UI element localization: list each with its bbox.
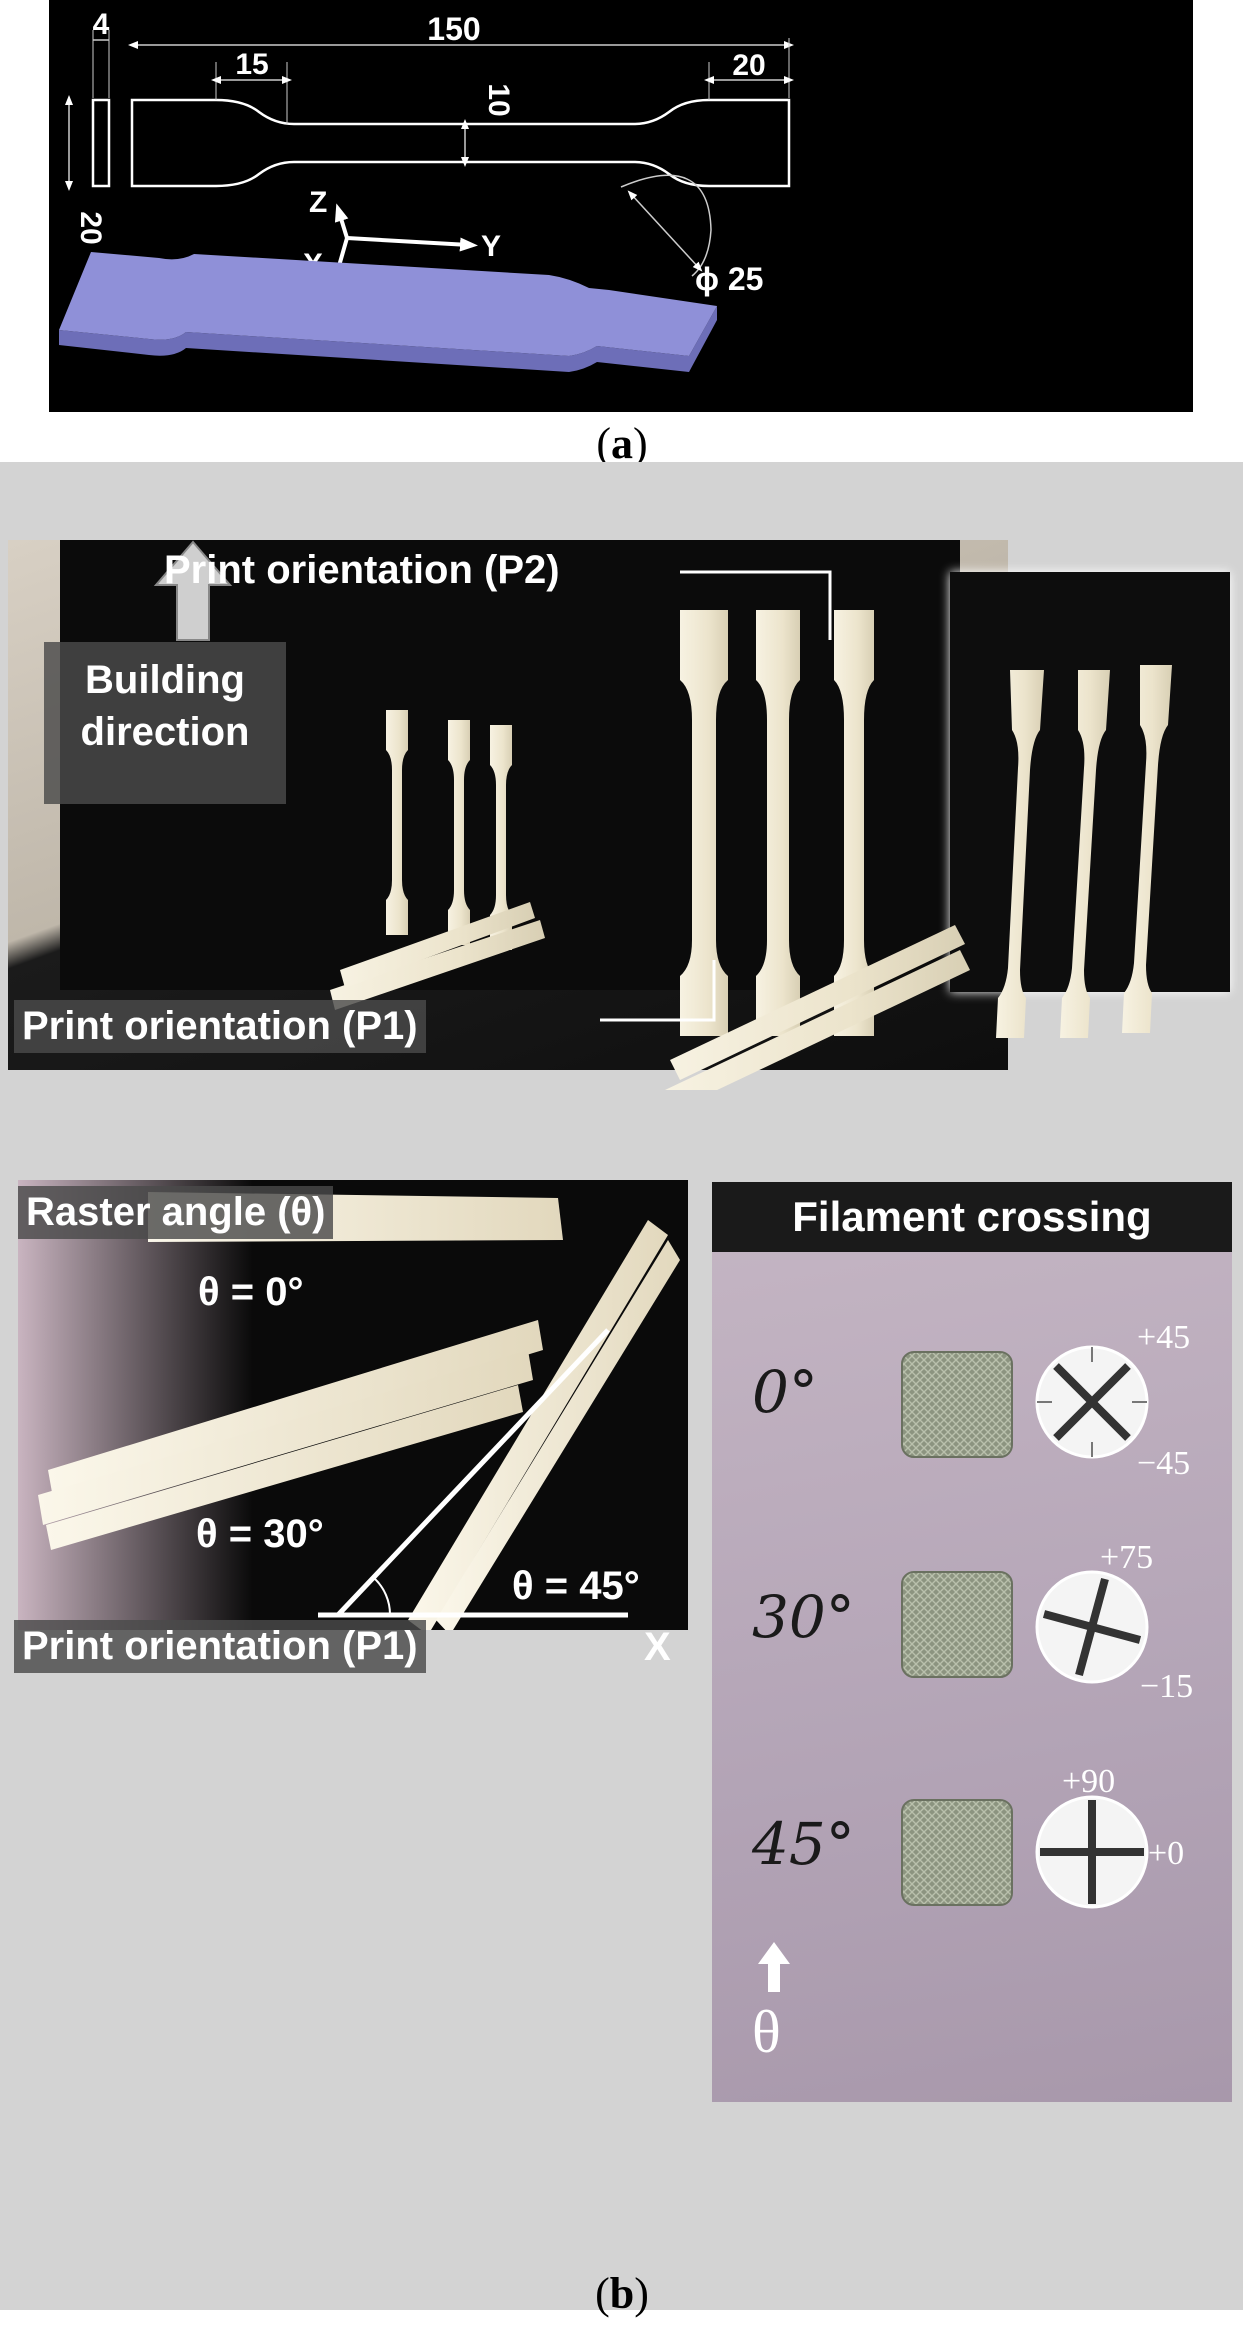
x-axis-label: X [644,1625,671,1669]
panel-a-drawing: 4 20 150 15 20 10 ϕ 25 Z X Y [59,8,794,372]
row3-angle: 45° [751,1810,855,1878]
diameter-dim-label: ϕ 25 [695,261,763,297]
cube-30 [901,1571,1013,1678]
row3-bottom-label: +0 [1148,1835,1184,1872]
row2-bottom-label: −15 [1140,1668,1193,1705]
specimen-3d-top [59,252,717,356]
raster-angle-title: Raster angle (θ) [18,1186,334,1239]
building-direction-arrow [153,540,233,641]
crossing-diagram-45 [1035,1795,1149,1909]
diameter-arc [620,174,712,277]
panel-a: 4 20 150 15 20 10 ϕ 25 Z X Y [49,0,1193,412]
specimen-theta-30-1 [48,1320,543,1498]
radius-len-dim-label: 15 [235,48,268,81]
standing-specimens-right [680,610,874,1036]
row1-top-label: +45 [1137,1319,1190,1356]
grip-dim-label: 20 [732,49,765,82]
flat-specimens-left [330,902,545,1010]
theta-arrow [758,1942,790,1992]
thickness-dim-label: 4 [93,8,110,41]
building-line1: Building [85,658,245,702]
specimen-3d-side [59,306,717,372]
axis-z-label: Z [309,186,327,219]
panel-a-caption: (ba) [596,419,648,468]
p2-label: Print orientation (P2) [164,548,560,592]
row1-angle: 0° [752,1358,818,1426]
crossing-diagram-30 [1035,1570,1149,1684]
row3-top-label: +90 [1062,1763,1115,1800]
printed-specimens-top [153,540,1172,1090]
p1-leader-line [600,960,716,1022]
diameter-dim-line [627,190,703,272]
p1-label-bottom: Print orientation (P1) [14,1620,426,1673]
cube-45 [901,1799,1013,1906]
gauge-width-dim-label: 10 [482,83,515,116]
specimen-theta-45-1 [408,1220,668,1630]
theta-symbol: θ [752,1999,781,2065]
cube-0 [901,1351,1013,1458]
theta0-label: θ = 0° [198,1270,304,1314]
axis-z-arrow [334,203,349,239]
p1-label-top: Print orientation (P1) [14,1000,426,1053]
raster-specimens [38,1192,680,1630]
row2-angle: 30° [752,1583,855,1651]
axis-y-arrow [346,236,478,252]
theta45-label: θ = 45° [512,1564,640,1608]
filament-crossing-title: Filament crossing [712,1182,1232,1252]
p2-leader-line [680,570,832,640]
crossing-diagram-0 [1035,1345,1149,1459]
building-direction-label: Building direction [44,642,286,804]
flat-specimens-right [665,925,970,1090]
specimen-top-view [130,98,791,188]
specimen-side-view [91,98,111,188]
width-dim-label: 20 [74,211,107,244]
building-line2: direction [80,710,250,754]
theta30-label: θ = 30° [196,1512,324,1556]
standing-specimens-left [386,710,512,950]
axis-y-label: Y [481,230,501,263]
row1-bottom-label: −45 [1137,1445,1190,1482]
panel-b-caption: (b) [595,2269,649,2318]
row2-top-label: +75 [1100,1539,1153,1576]
length-dim-label: 150 [427,11,480,47]
filament-crossing-diagrams: 0° +45 −45 30° +75 −15 45° +90 +0 θ [751,1319,1193,2065]
inset-specimens [996,665,1172,1038]
